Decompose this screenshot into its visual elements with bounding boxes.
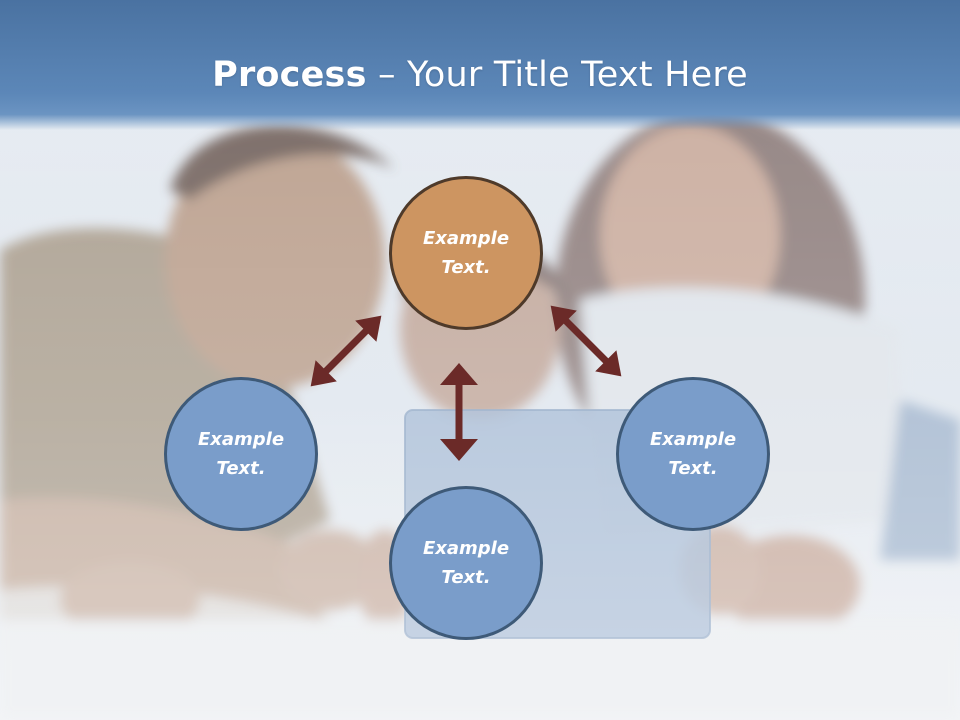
title-band <box>0 0 960 130</box>
node-top: Example Text. <box>389 176 543 330</box>
node-left: Example Text. <box>164 377 318 531</box>
node-right-label: Example Text. <box>649 429 737 479</box>
node-right: Example Text. <box>616 377 770 531</box>
arrow-top-right <box>550 305 622 377</box>
node-left-label: Example Text. <box>197 429 285 479</box>
arrow-center-vertical <box>440 363 478 461</box>
slide-title: Process – Your Title Text Here <box>0 52 960 98</box>
arrow-top-left <box>310 315 382 387</box>
title-bold: Process <box>212 55 367 95</box>
title-rest: – Your Title Text Here <box>366 55 748 95</box>
node-top-label: Example Text. <box>422 228 510 278</box>
node-bottom-label: Example Text. <box>422 538 510 588</box>
node-bottom: Example Text. <box>389 486 543 640</box>
